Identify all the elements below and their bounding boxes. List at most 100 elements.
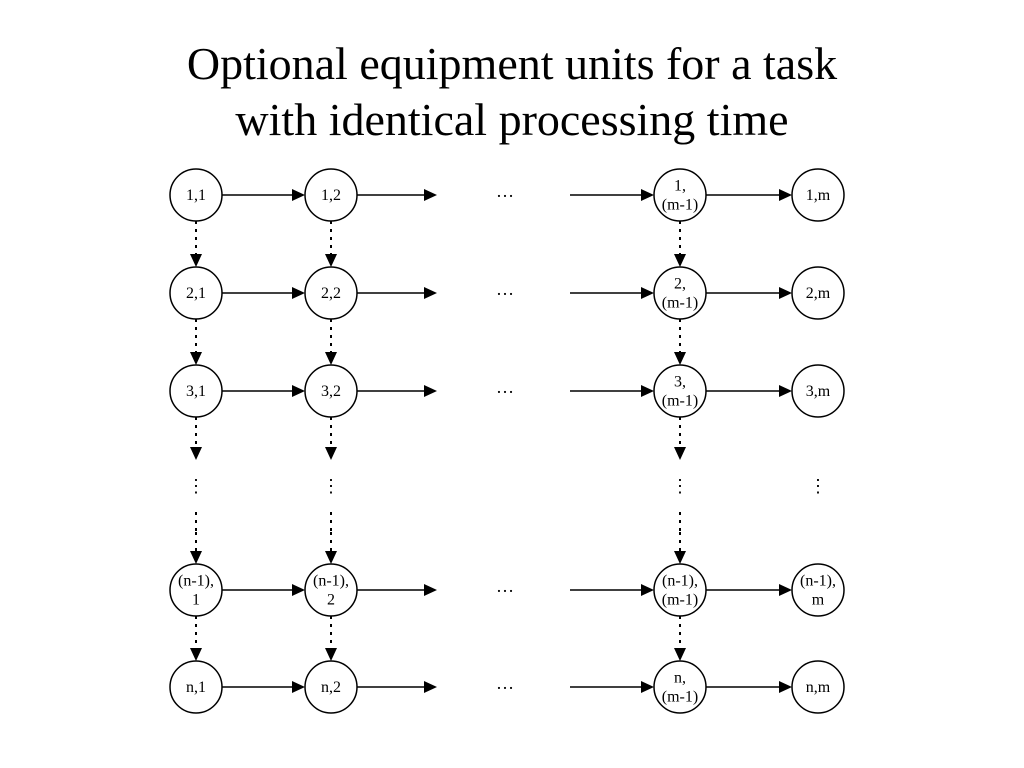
node-r1-c3-label: 1, (m-1) (662, 178, 698, 214)
node-r5-c2-label-line-1: n,2 (321, 679, 341, 696)
node-r4-c1-label: (n-1),1 (178, 573, 214, 609)
node-r1-c4 (791, 168, 845, 222)
node-r4-c3 (653, 563, 707, 617)
node-r5-c4-label-line-1: n,m (806, 679, 831, 696)
node-r1-c1-label: 1,1 (186, 187, 206, 204)
node-r5-c3 (653, 660, 707, 714)
node-r1-c4-label-line-1: 1,m (806, 187, 831, 204)
node-r4-c3-label-line-1: (n-1), (662, 573, 698, 590)
node-r4-c3-label: (n-1), (m-1) (662, 573, 698, 609)
row-ellipsis-r1: … (496, 181, 514, 201)
row-ellipsis-r2: … (496, 279, 514, 299)
node-r2-c3-label-line-1: 2, (674, 276, 686, 293)
varrow-c2-r2-r3-head (325, 352, 337, 365)
row-ellipsis-r3: … (496, 377, 514, 397)
varrow-c3-r1-r2-head (674, 254, 686, 267)
node-r3-c2 (304, 364, 358, 418)
node-r5-c2-label: n,2 (321, 679, 341, 696)
node-r2-c4 (791, 266, 845, 320)
node-r3-c3-label-line-1: 3, (674, 374, 686, 391)
node-r4-c4 (791, 563, 845, 617)
node-r3-c1 (169, 364, 223, 418)
row-ellipsis-r5: … (496, 673, 514, 693)
node-r4-c2-label-line-2: 2 (327, 592, 335, 609)
varrow-c1-r4-r5-head (190, 648, 202, 661)
node-r2-c1 (169, 266, 223, 320)
node-r5-c3-label-line-2: (m-1) (662, 689, 698, 706)
node-r4-c1 (169, 563, 223, 617)
node-r1-c2 (304, 168, 358, 222)
node-r2-c3-label: 2, (m-1) (662, 276, 698, 312)
node-r2-c4-label: 2,m (806, 285, 831, 302)
arrow-r4-c1-c2-head (292, 584, 305, 596)
varrow-c2-gap-r4-head (325, 551, 337, 564)
node-r5-c1-label-line-1: n,1 (186, 679, 206, 696)
arrow-r2-c3-c4-head (779, 287, 792, 299)
vertical-ellipsis-c1: ⋮ (187, 476, 205, 496)
node-r4-c2-label: (n-1), 2 (313, 573, 349, 609)
node-r1-c3 (653, 168, 707, 222)
node-r3-c3-label: 3, (m-1) (662, 374, 698, 410)
title-line-2: with identical processing time (235, 94, 789, 145)
varrow-c2-r1-r2-head (325, 254, 337, 267)
node-r2-c2-label-line-1: 2,2 (321, 285, 341, 302)
varrow-c3-r3-gap-head (674, 447, 686, 460)
node-r4-c2 (304, 563, 358, 617)
node-r4-c4-label-line-2: m (812, 592, 825, 609)
node-r5-c4-label: n,m (806, 679, 831, 696)
node-r5-c1 (169, 660, 223, 714)
node-r3-c3-label-line-2: (m-1) (662, 393, 698, 410)
slide-title: Optional equipment units for a task with… (0, 36, 1024, 148)
node-r1-c2-label: 1,2 (321, 187, 341, 204)
node-r4-c1-label-line-1: (n-1), (178, 573, 214, 590)
node-r5-c2 (304, 660, 358, 714)
node-r2-c2-label: 2,2 (321, 285, 341, 302)
arrow-r1-c1-c2-head (292, 189, 305, 201)
vertical-ellipsis-c3: ⋮ (671, 476, 689, 496)
arrow-r5-in-c3-head (641, 681, 654, 693)
arrow-r5-c3-c4-head (779, 681, 792, 693)
node-r1-c4-label: 1,m (806, 187, 831, 204)
node-r2-c3 (653, 266, 707, 320)
node-r1-c2-label-line-1: 1,2 (321, 187, 341, 204)
node-r4-c4-label: (n-1), m (800, 573, 836, 609)
node-r1-c3-label-line-1: 1, (674, 178, 686, 195)
arrow-r3-c1-c2-head (292, 385, 305, 397)
node-r3-c4-label-line-1: 3,m (806, 383, 831, 400)
arrow-r4-c2-out-head (424, 584, 437, 596)
node-r4-c2-label-line-1: (n-1), (313, 573, 349, 590)
node-r3-c1-label: 3,1 (186, 383, 206, 400)
varrow-c2-r3-gap-head (325, 447, 337, 460)
node-r2-c3-label-line-2: (m-1) (662, 295, 698, 312)
varrow-c1-r2-r3-head (190, 352, 202, 365)
node-r2-c2 (304, 266, 358, 320)
node-r2-c4-label-line-1: 2,m (806, 285, 831, 302)
varrow-c1-r1-r2-head (190, 254, 202, 267)
node-r3-c4 (791, 364, 845, 418)
arrow-r5-c2-out-head (424, 681, 437, 693)
varrow-c1-r3-gap-head (190, 447, 202, 460)
node-r5-c1-label: n,1 (186, 679, 206, 696)
node-r3-c3 (653, 364, 707, 418)
arrow-r3-in-c3-head (641, 385, 654, 397)
arrow-r3-c3-c4-head (779, 385, 792, 397)
varrow-c3-r2-r3-head (674, 352, 686, 365)
node-r2-c1-label-line-1: 2,1 (186, 285, 206, 302)
row-ellipsis-r4: … (496, 576, 514, 596)
arrow-r2-c2-out-head (424, 287, 437, 299)
arrow-r1-c3-c4-head (779, 189, 792, 201)
node-r1-c3-label-line-2: (m-1) (662, 197, 698, 214)
node-r1-c1 (169, 168, 223, 222)
arrow-r4-in-c3-head (641, 584, 654, 596)
node-r1-c1-label-line-1: 1,1 (186, 187, 206, 204)
node-r2-c1-label: 2,1 (186, 285, 206, 302)
arrow-r4-c3-c4-head (779, 584, 792, 596)
node-r3-c2-label: 3,2 (321, 383, 341, 400)
arrow-r3-c2-out-head (424, 385, 437, 397)
arrow-r5-c1-c2-head (292, 681, 305, 693)
arrow-r1-in-c3-head (641, 189, 654, 201)
node-r4-c3-label-line-2: (m-1) (662, 592, 698, 609)
node-r4-c4-label-line-1: (n-1), (800, 573, 836, 590)
